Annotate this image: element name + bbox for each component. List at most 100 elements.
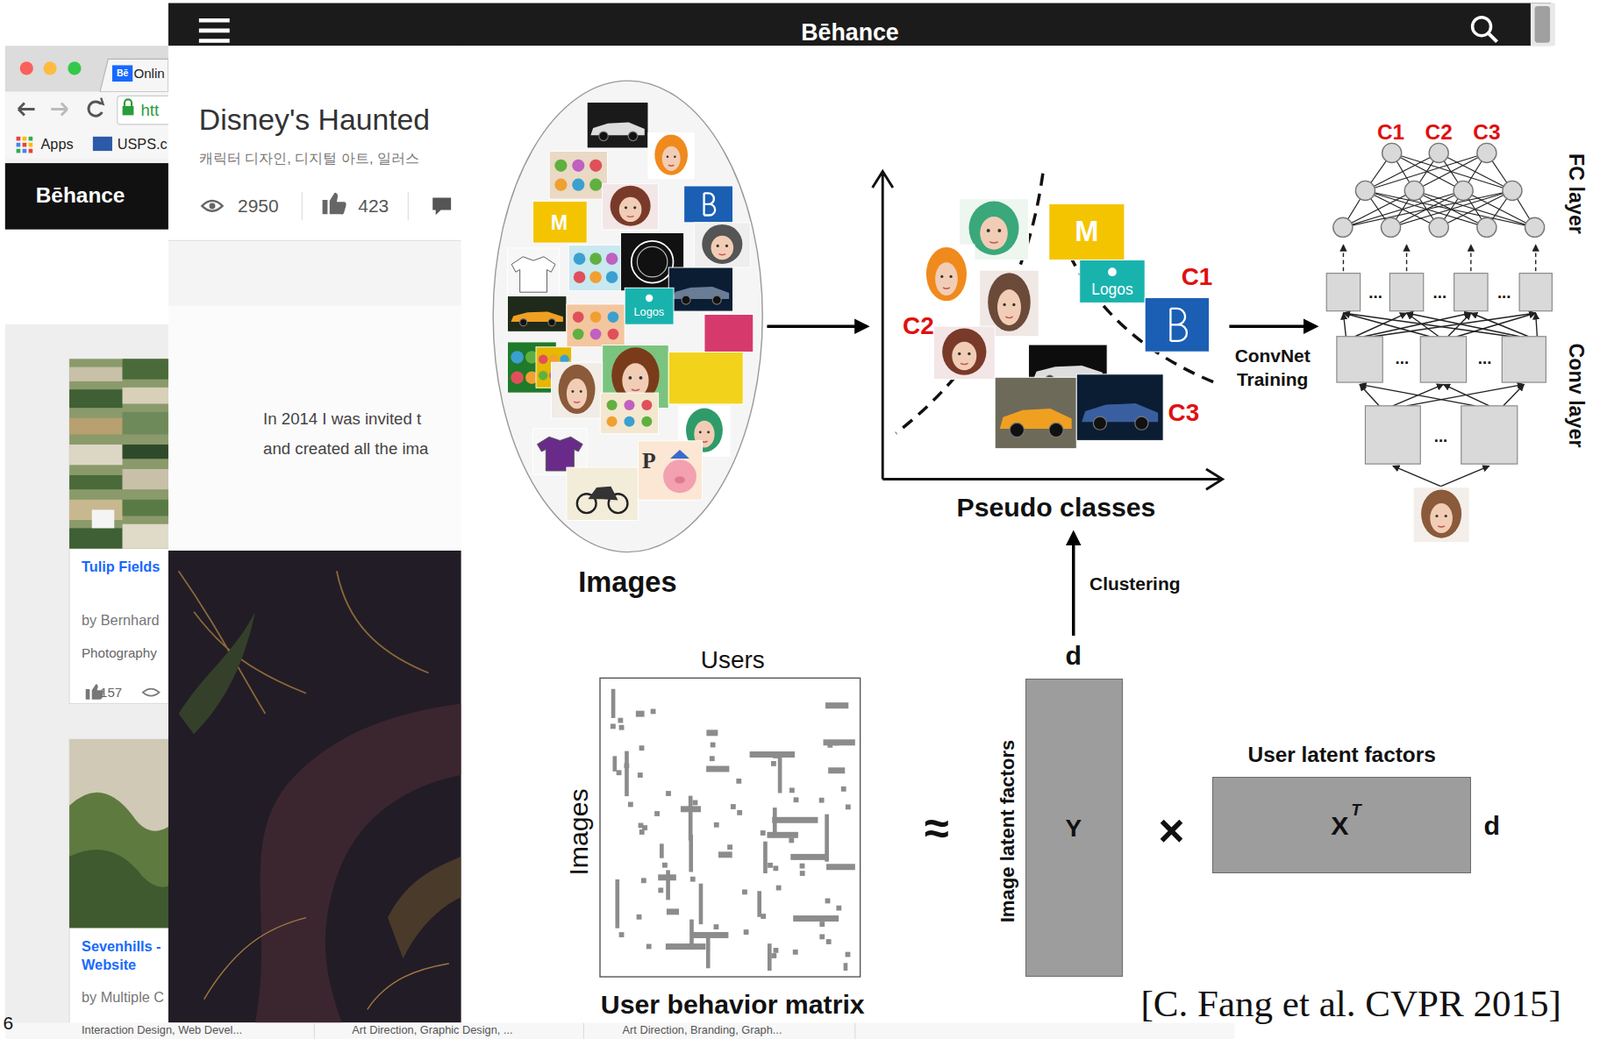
neuron: [1355, 180, 1375, 200]
eye: [957, 352, 961, 356]
behavior-matrix: UsersImagesUser behavior matrix: [558, 641, 908, 1023]
shape-rect: [112, 64, 133, 82]
network-link: [1392, 465, 1442, 486]
thumbnail: [1049, 204, 1125, 261]
network-link: [1442, 384, 1489, 406]
interaction-mark: [819, 934, 825, 940]
body-text: In 2014 I was invited t: [263, 409, 422, 429]
interaction-mark: [709, 756, 715, 762]
face: [951, 342, 977, 372]
interaction-mark: [819, 921, 825, 928]
shape-line: [407, 192, 409, 222]
interaction-mark: [714, 822, 720, 829]
thumbnail: [648, 132, 694, 179]
interaction-mark: [665, 791, 672, 797]
face: [621, 363, 649, 398]
logo-ring: [630, 241, 673, 284]
eye: [1002, 303, 1006, 307]
interaction-mark: [772, 807, 778, 836]
layer-label: Conv layer: [1564, 343, 1589, 449]
network-link: [1535, 313, 1538, 337]
network-link: [1463, 190, 1535, 228]
shape-rect: [92, 509, 115, 529]
ellipsis: ...: [1478, 350, 1493, 369]
shape-path: [69, 850, 182, 929]
interaction-mark: [692, 800, 699, 807]
pattern-dot: [572, 311, 585, 323]
cluster-label: C3: [1168, 399, 1200, 428]
hair: [987, 272, 1031, 332]
neuron: [1477, 142, 1497, 163]
shape-rect: [122, 106, 135, 115]
thumbnail: [668, 351, 743, 404]
shape-rect: [5, 45, 169, 92]
shape-rect: [16, 142, 22, 148]
network-link: [1342, 313, 1511, 337]
thumbnail: [1144, 298, 1209, 353]
pattern-dot: [589, 178, 602, 191]
thumbnail: [637, 441, 702, 500]
neuron: [1428, 217, 1449, 237]
pattern-dot: [589, 328, 601, 340]
shape-rect: [69, 418, 122, 436]
interaction-mark: [710, 742, 716, 749]
motorcycle: [587, 486, 618, 501]
layer-label: FC layer: [1564, 153, 1589, 235]
shape-rect: [168, 45, 462, 309]
card-category: Photography: [81, 645, 158, 661]
eye: [997, 228, 1001, 233]
interaction-mark: [757, 891, 762, 918]
interaction-mark: [800, 871, 806, 877]
pattern-dot: [623, 400, 635, 411]
interaction-mark: [771, 761, 777, 767]
network-link: [1406, 244, 1408, 272]
shape-path: [204, 918, 450, 1011]
logo-glyph: [703, 192, 715, 215]
feature-map: [1336, 336, 1383, 383]
hair: [926, 247, 967, 301]
wheel: [1049, 422, 1064, 437]
interaction-mark: [766, 832, 798, 839]
ellipsis: ...: [1434, 427, 1449, 446]
eye: [578, 390, 582, 393]
face: [710, 235, 734, 260]
axis-label: Images: [563, 789, 594, 877]
wheel: [519, 318, 527, 326]
face: [1429, 503, 1453, 534]
eye: [673, 155, 677, 158]
interaction-mark: [611, 689, 616, 719]
interaction-mark: [843, 963, 849, 972]
shape-rect: [1535, 6, 1550, 43]
shape-circle: [20, 61, 34, 75]
interaction-mark: [659, 843, 665, 858]
network-link: [1438, 152, 1513, 191]
shape-path: [1488, 33, 1497, 42]
interaction-mark: [772, 865, 779, 872]
class-label: C3: [1472, 120, 1500, 145]
project-card: Sevenhills - Websiteby Multiple CInterac…: [69, 739, 274, 1039]
slide-number: 6: [2, 1013, 14, 1035]
interaction-mark: [825, 702, 849, 709]
shape-rect: [22, 136, 28, 142]
shape-circle: [1472, 17, 1492, 36]
logo-glyph: [1170, 308, 1186, 342]
shape-line: [301, 192, 303, 222]
car-body: [510, 311, 563, 322]
wheel: [548, 318, 556, 326]
ellipsis: ...: [1433, 283, 1448, 302]
thumbnail: [532, 200, 587, 243]
interaction-mark: [610, 723, 616, 729]
pattern-dot: [605, 271, 618, 284]
interaction-mark: [657, 874, 677, 881]
shape-path: [882, 469, 1222, 490]
face: [619, 197, 643, 222]
hair: [1421, 489, 1462, 538]
network-link: [1342, 313, 1429, 337]
interaction-mark: [767, 943, 772, 972]
interaction-mark: [826, 939, 832, 945]
thumbnail: [1413, 487, 1470, 543]
shape-rect: [69, 475, 122, 490]
matrix-frame: [600, 678, 861, 978]
interaction-mark: [835, 906, 842, 912]
shape-rect: [168, 240, 462, 306]
